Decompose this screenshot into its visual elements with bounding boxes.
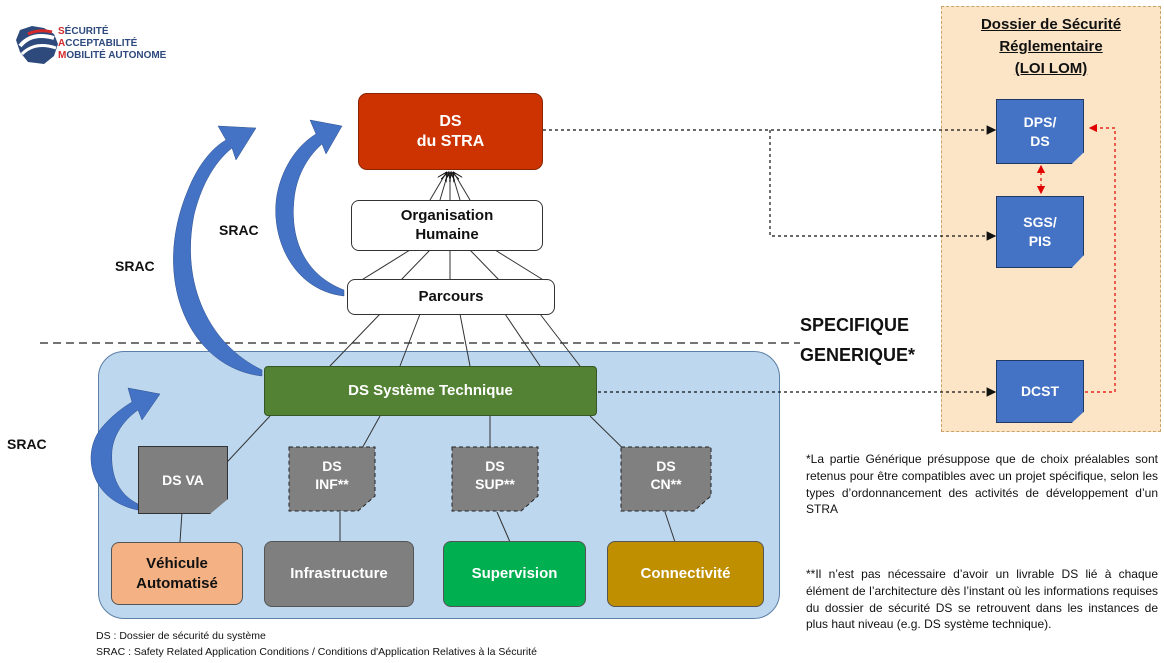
subsystem-infrastructure: Infrastructure: [264, 541, 414, 607]
doc-subsystem-links: [179, 511, 676, 543]
srac-label-large: SRAC: [115, 258, 155, 274]
ds-systeme-technique-box: DS Système Technique: [264, 366, 597, 416]
generique-label: GENERIQUE*: [800, 345, 916, 365]
dossier-red-links: [1036, 123, 1116, 393]
dps-line1: DPS/: [1023, 113, 1057, 130]
srac-label-small: SRAC: [219, 222, 259, 238]
srac-arrows: [90, 119, 345, 511]
infrastructure-label: Infrastructure: [290, 565, 388, 583]
ds-inf-doc: DS INF**: [288, 446, 376, 512]
ds-sup-doc: DS SUP**: [451, 446, 539, 512]
ds-sup-line2: SUP**: [475, 476, 515, 492]
dps-ds-doc: DPS/ DS: [996, 99, 1084, 164]
organisation-humaine-box: Organisation Humaine: [351, 200, 543, 251]
dps-line2: DS: [1030, 132, 1050, 149]
ds-cn-line2: CN**: [650, 476, 682, 492]
logo-line-3: MOBILITÉ AUTONOME: [58, 50, 167, 61]
legend-srac: SRAC : Safety Related Application Condit…: [96, 646, 537, 658]
dashed-doc-shape: [451, 446, 539, 512]
connectivite-label: Connectivité: [640, 565, 731, 583]
dossier-title: Dossier de Sécurité Réglementaire (LOI L…: [941, 14, 1161, 79]
dashed-doc-shape: [288, 446, 376, 512]
srac-large-arrow: [173, 125, 263, 377]
vehicule-line1: Véhicule: [146, 555, 208, 572]
parcours-label: Parcours: [418, 287, 484, 305]
dashed-doc-shape: [620, 446, 712, 512]
ds-stra-box: DS du STRA: [358, 93, 543, 170]
srac-left-arrow: [90, 387, 161, 511]
legend-ds: DS : Dossier de sécurité du système: [96, 630, 266, 642]
dcst-doc: DCST: [996, 360, 1084, 423]
dcst-label: DCST: [1020, 383, 1060, 400]
specifique-label: SPECIFIQUE: [800, 315, 910, 335]
note-generique: *La partie Générique présuppose que de c…: [806, 452, 1158, 517]
subsystem-supervision: Supervision: [443, 541, 586, 607]
organisation-to-stra-arrows: [429, 173, 471, 201]
ssam-logo: SÉCURITÉ ACCEPTABILITÉ MOBILITÉ AUTONOME: [14, 22, 214, 70]
france-map-icon: [16, 26, 58, 64]
ds-cn-line1: DS: [656, 457, 676, 474]
vehicule-line2: Automatisé: [136, 574, 218, 592]
note-livrable: **Il n’est pas nécessaire d’avoir un liv…: [806, 567, 1158, 632]
sgs-line2: PIS: [1028, 233, 1052, 249]
system-label: DS Système Technique: [348, 382, 513, 400]
system-doc-links: [214, 415, 646, 476]
dossier-title-line3: (LOI LOM): [1014, 59, 1088, 77]
dossier-title-line2: Réglementaire: [999, 37, 1103, 55]
ds-va-doc: DS VA: [138, 446, 228, 514]
srac-small-arrow: [275, 119, 345, 297]
srac-label-left: SRAC: [7, 436, 47, 452]
ds-sup-line1: DS: [485, 457, 505, 474]
subsystem-connectivite: Connectivité: [607, 541, 764, 607]
supervision-label: Supervision: [471, 565, 558, 583]
ds-inf-line2: INF**: [315, 476, 349, 492]
sgs-pis-doc: SGS/ PIS: [996, 196, 1084, 268]
organisation-line1: Organisation: [400, 206, 494, 224]
parcours-organisation-links: [359, 249, 546, 282]
ds-cn-doc: DS CN**: [620, 446, 712, 512]
ds-stra-line2: du STRA: [416, 132, 485, 150]
dossier-title-line1: Dossier de Sécurité: [980, 16, 1122, 33]
organisation-line2: Humaine: [415, 225, 479, 243]
parcours-box: Parcours: [347, 279, 555, 315]
legend: DS : Dossier de sécurité du système SRAC…: [96, 628, 537, 660]
system-parcours-links: [329, 313, 581, 367]
sgs-line1: SGS/: [1023, 214, 1057, 231]
ds-va-line1: DS VA: [162, 471, 204, 488]
subsystem-vehicule: Véhicule Automatisé: [111, 542, 243, 605]
dossier-links: [543, 125, 997, 397]
ds-inf-line1: DS: [322, 457, 342, 474]
logo-line-1: SÉCURITÉ: [58, 26, 109, 37]
logo-line-2: ACCEPTABILITÉ: [58, 38, 138, 49]
ds-stra-line1: DS: [439, 112, 462, 130]
